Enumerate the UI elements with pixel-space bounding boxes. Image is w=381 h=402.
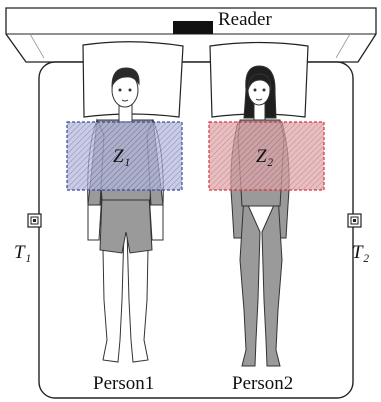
tag-2-icon: [347, 213, 362, 228]
reader-device: [173, 21, 213, 34]
reader-label: Reader: [218, 9, 272, 30]
person2-label: Person2: [232, 373, 293, 394]
zone-2-box: [208, 121, 325, 191]
zone-1-box: [66, 121, 183, 191]
headboard: [5, 7, 377, 63]
tag-2-label: T₂: [352, 242, 370, 263]
zone-2-label: Z₂: [256, 146, 274, 167]
person1-label: Person1: [93, 373, 154, 394]
tag-1-icon: [27, 213, 42, 228]
zone-1-label: Z₁: [113, 146, 130, 167]
tag-1-label: T₁: [14, 242, 31, 263]
